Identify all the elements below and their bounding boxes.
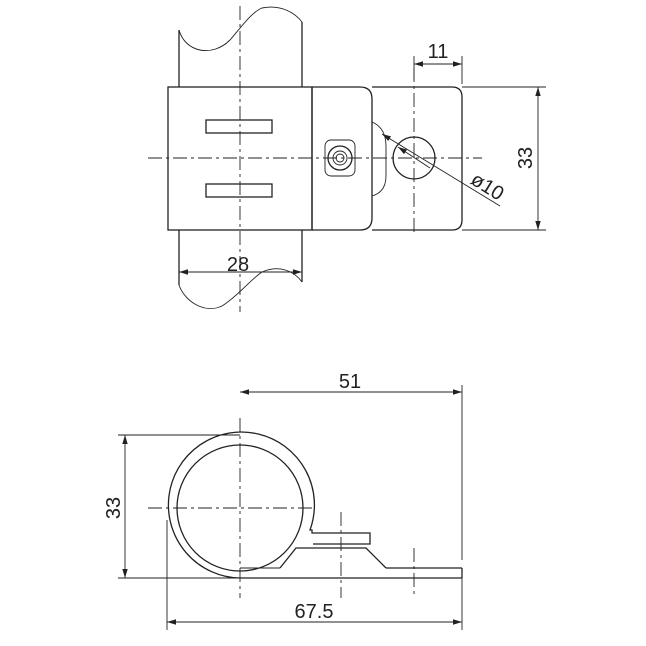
slot-bottom [205, 183, 273, 198]
dim-label-33-front: 33 [103, 497, 125, 519]
dim-label-11: 11 [428, 41, 449, 63]
dim-hole-10: ø10 [381, 133, 508, 207]
dim-top-51: 51 [240, 371, 463, 560]
dim-label-28: 28 [227, 254, 249, 276]
front-centerlines [148, 418, 415, 598]
clamp-body-top [167, 86, 463, 231]
dim-pipe-28: 28 [179, 254, 302, 276]
dim-label-51: 51 [339, 371, 361, 393]
slot-top [205, 119, 273, 134]
dim-width-11: 11 [413, 41, 463, 84]
top-centerlines [148, 6, 482, 312]
dim-bottom-67-5: 67.5 [166, 520, 463, 630]
dim-label-hole: ø10 [467, 168, 508, 205]
dim-height-33-front: 33 [103, 434, 240, 579]
dim-label-67-5: 67.5 [295, 601, 334, 623]
dim-height-33-top: 33 [462, 86, 546, 231]
clamp-body-front [167, 431, 463, 579]
top-view: 11 33 ø10 28 [148, 6, 546, 312]
front-view: 51 33 67.5 [103, 371, 463, 630]
dim-label-33-top: 33 [515, 147, 537, 169]
